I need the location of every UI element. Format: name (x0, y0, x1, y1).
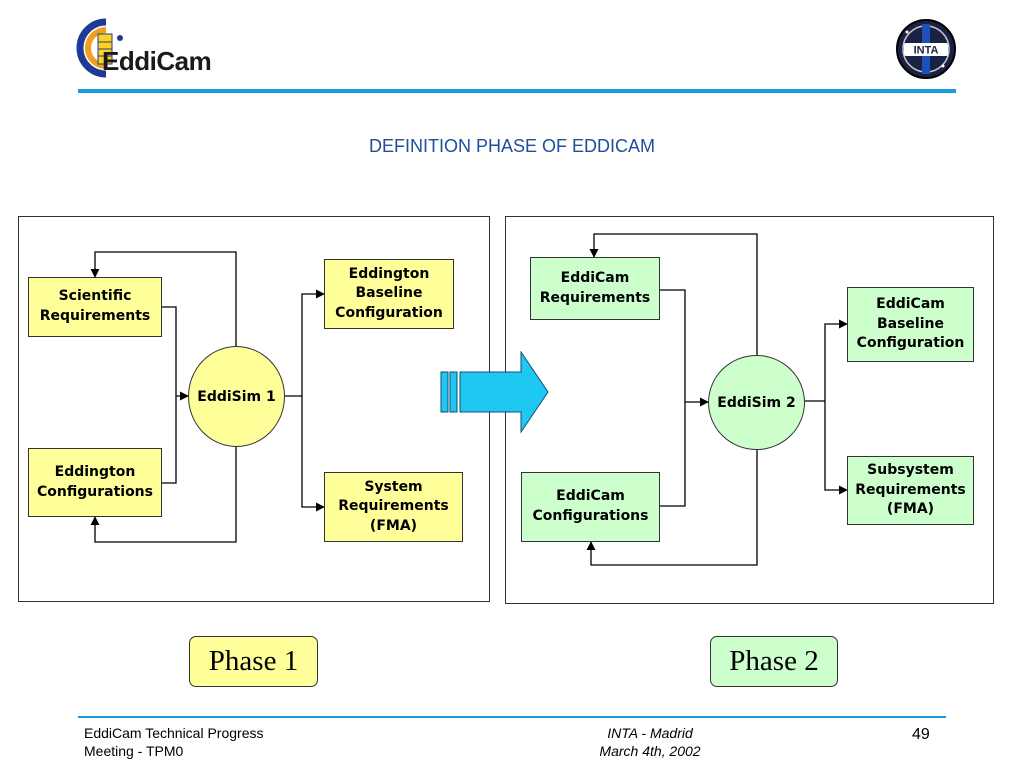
p2-sim-feedback-bottom (586, 450, 758, 566)
p1-to-system-req (301, 396, 325, 512)
slide-title: DEFINITION PHASE OF EDDICAM (368, 136, 656, 156)
logo-wordmark: EddiCam (102, 46, 212, 76)
p2-conf-to-sim (660, 402, 686, 507)
footer-divider (78, 716, 946, 718)
p2-req-to-sim (660, 289, 709, 407)
right-arrow-icon (440, 351, 549, 434)
p1-to-baseline (301, 289, 325, 396)
p1-sim-feedback-top (90, 251, 237, 346)
page-number: 49 (912, 726, 930, 743)
phase2-label: Phase 2 (710, 636, 838, 687)
scientific-requirements-box: Scientific Requirements (28, 277, 162, 337)
eddisim2-node: EddiSim 2 (708, 355, 805, 450)
p1-sci-to-sim (162, 306, 189, 401)
inta-logo-text: INTA (914, 45, 939, 57)
inta-logo-icon: INTA (896, 19, 956, 79)
p2-to-subsystem-req (824, 401, 848, 495)
p2-to-baseline (824, 319, 848, 401)
p1-conf-to-sim (162, 396, 177, 484)
p2-sim-feedback-top (589, 233, 758, 355)
eddicam-configurations-box: EddiCam Configurations (521, 472, 660, 542)
eddington-baseline-configuration-box: Eddington Baseline Configuration (324, 259, 454, 329)
header-divider (78, 89, 956, 93)
eddicam-baseline-configuration-box: EddiCam Baseline Configuration (847, 287, 974, 362)
footer-meeting: EddiCam Technical Progress Meeting - TPM… (84, 725, 264, 760)
p1-sim-feedback-bottom (90, 447, 237, 543)
eddington-configurations-box: Eddington Configurations (28, 448, 162, 517)
phase1-label: Phase 1 (189, 636, 318, 687)
eddicam-requirements-box: EddiCam Requirements (530, 257, 660, 320)
system-requirements-box: System Requirements (FMA) (324, 472, 463, 542)
subsystem-requirements-box: Subsystem Requirements (FMA) (847, 456, 974, 525)
eddicam-logo-icon (76, 18, 123, 78)
eddisim1-node: EddiSim 1 (188, 346, 285, 447)
footer-location-date: INTA - Madrid March 4th, 2002 (599, 725, 701, 760)
